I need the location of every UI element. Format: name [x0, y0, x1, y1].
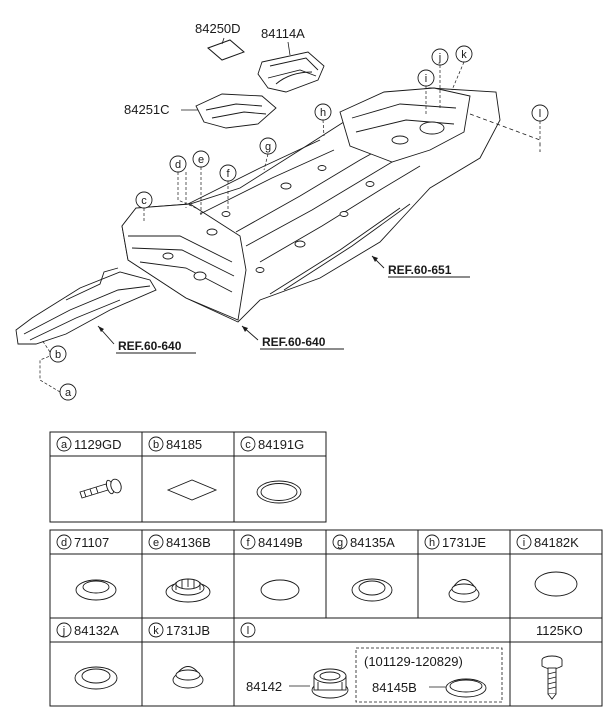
cell-j-letter: j [62, 625, 65, 637]
cell-f-letter: f [246, 537, 250, 549]
cell-l-letter: l [247, 625, 249, 637]
pad-84251C [195, 93, 277, 129]
callout-f-text: f [226, 168, 230, 180]
callout-d-text: d [175, 159, 181, 171]
callout-l-text: l [539, 108, 541, 120]
cell-j-part: 84132A [74, 623, 119, 638]
plug-icon [351, 578, 393, 602]
rear-dashed-guide [469, 113, 541, 152]
label-84114A: 84114A [261, 26, 305, 41]
label-84250D: 84250D [195, 21, 241, 36]
alt-part-dashed-box [355, 647, 503, 703]
plug-icon [534, 571, 578, 597]
cell-l-part-left: 84142 [246, 679, 282, 694]
cell-h-part: 1731JE [442, 535, 486, 550]
insulator-pad-84250D [207, 39, 245, 61]
callout-c-text: c [141, 195, 147, 207]
floor-panel-assembly [121, 87, 501, 323]
callout-b [49, 345, 67, 363]
cell-g-letter: g [337, 537, 343, 549]
plug-icon [165, 578, 211, 603]
cell-g-part: 84135A [350, 535, 395, 550]
front-side-member [15, 267, 157, 345]
cell-c-letter: c [245, 439, 251, 451]
ref-60-640-left: REF.60-640 [118, 339, 182, 353]
cell-f-part: 84149B [258, 535, 303, 550]
cell-e-part: 84136B [166, 535, 211, 550]
cell-b-letter: b [153, 439, 159, 451]
plug-icon [172, 666, 204, 689]
cell-k-letter: k [153, 625, 159, 637]
cell-i-part: 84182K [534, 535, 579, 550]
callout-a-text: a [65, 387, 72, 399]
callout-b-text: b [55, 349, 61, 361]
cell-d-part: 71107 [74, 535, 109, 550]
plug-icon [256, 480, 302, 504]
plug-icon [448, 579, 480, 603]
cell-b-part: 84185 [166, 437, 202, 452]
screw-icon [541, 655, 563, 700]
callout-e-text: e [198, 154, 204, 166]
cell-l-date-range: (101129-120829) [364, 654, 463, 669]
cell-l-part-right: 84145B [372, 680, 417, 695]
callout-leaders [39, 61, 541, 393]
grommet-icon [311, 668, 349, 699]
cell-e-letter: e [153, 537, 159, 549]
callout-g-text: g [265, 141, 271, 153]
label-84251C: 84251C [124, 102, 170, 117]
pad-icon [166, 479, 218, 501]
cell-a-part: 1129GD [74, 437, 121, 452]
plug-icon [74, 666, 118, 690]
grommet-icon [445, 678, 487, 698]
callout-j-text: j [438, 52, 441, 64]
table-letter-circles [56, 436, 532, 638]
cell-c-part: 84191G [258, 437, 304, 452]
bolt-icon [79, 478, 122, 499]
cell-k-part: 1731JB [166, 623, 210, 638]
parts-table [49, 431, 603, 707]
callout-h-text: h [320, 107, 326, 119]
plug-icon [75, 579, 117, 601]
ref-60-640-right: REF.60-640 [262, 335, 326, 349]
ref-60-651: REF.60-651 [388, 263, 452, 277]
cell-i-letter: i [523, 537, 525, 549]
cell-extra-part: 1125KO [536, 623, 583, 638]
cell-d-letter: d [61, 537, 67, 549]
cell-a-letter: a [61, 439, 68, 451]
tunnel-insulator-84114A [257, 51, 325, 93]
callout-k-text: k [461, 49, 467, 61]
cell-h-letter: h [429, 537, 435, 549]
plug-icon [260, 579, 300, 601]
callout-i-text: i [425, 73, 427, 85]
